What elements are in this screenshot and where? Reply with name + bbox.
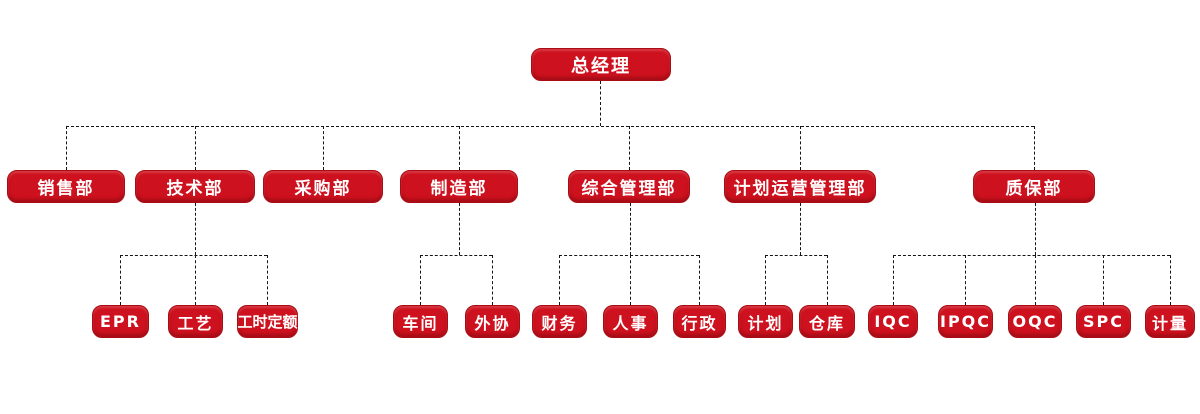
- connector-drop-oqc: [1035, 255, 1036, 305]
- connector-quality-assurance-rail: [893, 255, 1170, 256]
- connector-drop-planning: [765, 255, 766, 305]
- node-epr[interactable]: EPR: [92, 305, 149, 338]
- connector-drop-sales: [66, 126, 67, 170]
- connector-drop-quality-assurance: [1034, 126, 1035, 170]
- connector-l2-rail: [66, 126, 1034, 127]
- node-workshop[interactable]: 车间: [393, 305, 448, 338]
- node-metrology[interactable]: 计量: [1145, 305, 1195, 338]
- connector-technology-stem: [195, 203, 196, 255]
- node-outsourcing[interactable]: 外协: [465, 305, 520, 338]
- connector-planning-operations-stem: [800, 203, 801, 255]
- connector-general-management-rail: [559, 255, 699, 256]
- node-sales-dept[interactable]: 销售部: [7, 170, 125, 203]
- node-purchasing-dept[interactable]: 采购部: [263, 170, 383, 203]
- node-quality-assurance-dept[interactable]: 质保部: [973, 170, 1095, 203]
- connector-drop-general-management: [629, 126, 630, 170]
- connector-drop-manufacturing: [459, 126, 460, 170]
- connector-general-management-stem: [630, 203, 631, 255]
- connector-drop-spc: [1103, 255, 1104, 305]
- connector-technology-rail: [120, 255, 267, 256]
- node-spc[interactable]: SPC: [1076, 305, 1131, 338]
- node-hr[interactable]: 人事: [603, 305, 658, 338]
- node-labor-quota[interactable]: 工时定额: [237, 305, 298, 338]
- connector-drop-workshop: [420, 255, 421, 305]
- connector-drop-metrology: [1170, 255, 1171, 305]
- connector-drop-planning-operations: [800, 126, 801, 170]
- connector-drop-outsourcing: [492, 255, 493, 305]
- node-finance[interactable]: 财务: [532, 305, 587, 338]
- node-technology-dept[interactable]: 技术部: [135, 170, 255, 203]
- connector-quality-assurance-stem: [1035, 203, 1036, 255]
- node-process[interactable]: 工艺: [168, 305, 223, 338]
- node-warehouse[interactable]: 仓库: [799, 305, 855, 338]
- node-oqc[interactable]: OQC: [1008, 305, 1062, 338]
- connector-manufacturing-stem: [459, 203, 460, 255]
- connector-drop-ipqc: [965, 255, 966, 305]
- node-admin[interactable]: 行政: [673, 305, 726, 338]
- node-general-management-dept[interactable]: 综合管理部: [568, 170, 690, 203]
- connector-drop-technology: [195, 126, 196, 170]
- connector-root-drop: [600, 81, 601, 126]
- connector-drop-epr: [120, 255, 121, 305]
- connector-drop-admin: [699, 255, 700, 305]
- connector-planning-operations-rail: [765, 255, 827, 256]
- node-manufacturing-dept[interactable]: 制造部: [400, 170, 518, 203]
- connector-drop-iqc: [893, 255, 894, 305]
- node-ipqc[interactable]: IPQC: [938, 305, 993, 338]
- connector-drop-process: [195, 255, 196, 305]
- connector-drop-purchasing: [323, 126, 324, 170]
- connector-manufacturing-rail: [420, 255, 492, 256]
- connector-drop-finance: [559, 255, 560, 305]
- connector-drop-warehouse: [827, 255, 828, 305]
- node-general-manager[interactable]: 总经理: [531, 48, 671, 81]
- node-planning[interactable]: 计划: [738, 305, 793, 338]
- connector-drop-hr: [630, 255, 631, 305]
- connector-drop-labor-quota: [267, 255, 268, 305]
- node-iqc[interactable]: IQC: [868, 305, 918, 338]
- node-planning-operations-dept[interactable]: 计划运营管理部: [724, 170, 876, 203]
